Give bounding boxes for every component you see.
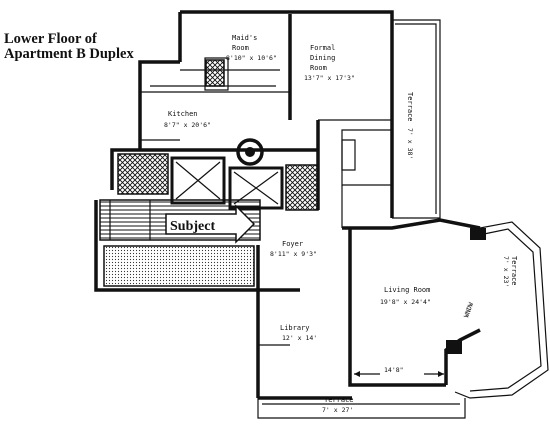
living-width-dimension: 14'8" [384,366,404,374]
library-name: Library [280,324,310,332]
living-room-name: Living Room [384,286,430,294]
plan-title: Lower Floor of Apartment B Duplex [4,32,134,62]
kitchen-name: Kitchen [168,110,198,118]
title-line-1: Lower Floor of [4,31,97,47]
room-labels: Maid's Room 8'10" x 10'6" Formal Dining … [164,34,518,414]
subject-label: Subject [170,219,215,234]
terrace-right [454,221,549,399]
maids-room-name-1: Maid's [232,34,257,42]
terrace-upper-name: Terrace [406,92,414,122]
kitchen-size: 8'7" x 20'6" [164,121,211,129]
terrace-upper-size: 7' x 38' [406,128,414,159]
subject-marker: Subject [165,204,256,244]
terrace-upper [392,19,441,219]
terrace-bottom [257,398,466,419]
dimension-line [354,371,444,377]
dining-room-name-3: Room [310,64,327,72]
foyer-name: Foyer [282,240,303,248]
maids-room-size: 8'10" x 10'6" [226,54,277,62]
terrace-bottom-name: Terrace [324,396,354,404]
foyer-size: 8'11" x 9'3" [270,250,317,258]
terrace-bottom-size: 7' x 27' [322,406,353,414]
title-line-2: Apartment B Duplex [4,46,134,62]
dining-room-size: 13'7" x 17'3" [304,74,355,82]
library-size: 12' x 14' [282,334,317,342]
crosshatch-areas [117,59,319,211]
window-label: WNDW [462,301,475,319]
dining-room-name-1: Formal [310,44,335,52]
maids-room-name-2: Room [232,44,249,52]
living-room-size: 19'8" x 24'4" [380,298,431,306]
terrace-right-name: Terrace [510,256,518,286]
terrace-right-size: 7' x 23' [502,256,510,287]
dining-room-name-2: Dining [310,54,335,62]
